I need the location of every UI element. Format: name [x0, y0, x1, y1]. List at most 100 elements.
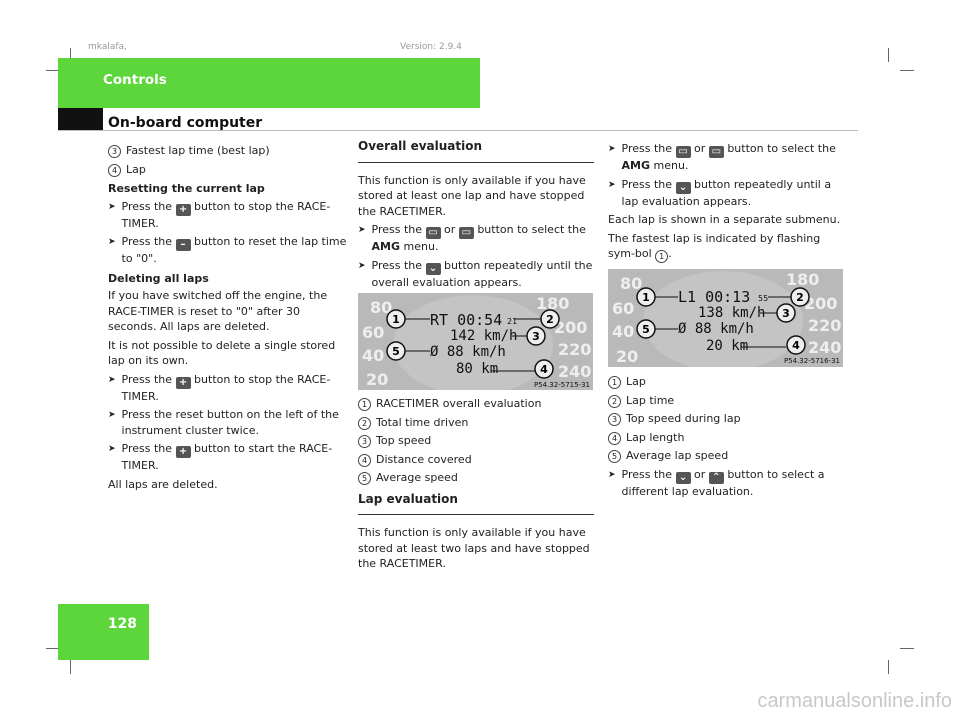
scale-label: 200: [554, 318, 587, 337]
step-text: Press the: [621, 177, 673, 191]
crop-mark: [70, 660, 71, 674]
step-text: Press the: [121, 199, 173, 213]
page-number-box: 128: [58, 604, 149, 660]
header-tab: [58, 108, 103, 130]
step-text: Press the: [371, 223, 423, 236]
step-text: button to reset the lap time to "0".: [121, 235, 347, 265]
step-text: button to start the RACE-TIMER.: [121, 442, 333, 472]
step-text: or: [694, 142, 706, 155]
up-key-icon: ⌃: [708, 471, 724, 484]
step-arrow-icon: ➤: [108, 201, 116, 212]
delete-heading: Deleting all laps: [108, 271, 209, 285]
callout-number: 1: [608, 376, 621, 389]
crop-mark: [46, 70, 60, 71]
callout-3: 3: [782, 307, 790, 320]
paragraph: This function is only available if you h…: [358, 526, 590, 570]
step-text: Press the: [371, 258, 423, 272]
step-arrow-icon: ➤: [358, 260, 366, 271]
step-arrow-icon: ➤: [608, 144, 616, 154]
display-line-1: RT 00:54: [430, 311, 502, 329]
crop-mark: [900, 70, 914, 71]
legend-item: 3 Top speed during lap: [608, 411, 844, 427]
paragraph: If you have switched off the engine, the…: [108, 289, 328, 333]
callout-number: 1: [655, 250, 669, 263]
step-text: button to select the: [477, 223, 586, 236]
menu-key-icon: ▭: [708, 146, 724, 158]
callout-number: 2: [358, 416, 371, 430]
amg-label: AMG: [371, 240, 401, 253]
scale-label: 240: [558, 362, 591, 381]
step-text: menu.: [403, 240, 439, 253]
crop-mark: [46, 648, 60, 649]
legend-item: 4 Lap length: [608, 430, 844, 446]
header-band: [58, 58, 480, 108]
legend-text: Fastest lap time (best lap): [126, 144, 270, 157]
step-text: or: [694, 467, 706, 481]
plus-key-icon: +: [175, 203, 191, 216]
callout-number: 3: [358, 435, 371, 448]
meta-author: mkalafa,: [88, 42, 127, 52]
step-arrow-icon: ➤: [608, 179, 616, 190]
paragraph-text: .: [668, 247, 672, 260]
callout-number: 2: [608, 394, 621, 408]
step-text: Press the: [121, 235, 173, 248]
step-arrow-icon: ➤: [608, 469, 616, 480]
legend-text: Lap: [626, 375, 646, 388]
legend-text: Top speed during lap: [626, 412, 741, 425]
step-text: button to select the: [727, 142, 836, 155]
paragraph-text: The fastest lap is indicated by flashing…: [608, 231, 821, 261]
legend-text: RACETIMER overall evaluation: [376, 397, 542, 410]
menu-key-icon: ▭: [458, 227, 474, 239]
crop-mark: [888, 660, 889, 674]
instruction-step: ➤Press the reset button on the left of t…: [108, 407, 348, 438]
step-text: Press the: [621, 142, 673, 155]
callout-number: 5: [608, 450, 621, 463]
scale-label: 240: [808, 338, 841, 357]
callout-3: 3: [532, 330, 540, 343]
callout-5: 5: [642, 323, 650, 336]
meta-version: Version: 2.9.4: [400, 42, 462, 52]
callout-1: 1: [642, 291, 650, 304]
callout-4: 4: [792, 339, 800, 352]
menu-key-icon: ▭: [675, 146, 691, 158]
callout-number: 4: [608, 431, 621, 445]
page-number: 128: [107, 616, 137, 632]
figure-lap-evaluation: 80 60 40 20 180 200 220 240 L1 00:13 55 …: [608, 269, 843, 367]
minus-key-icon: –: [175, 239, 191, 251]
instruction-step: ➤Press the ▭ or ▭ button to select the A…: [358, 222, 594, 255]
instruction-step: ➤Press the + button to start the RACE-TI…: [108, 441, 348, 474]
callout-number: 4: [358, 453, 371, 467]
scale-label: 200: [804, 294, 837, 313]
step-arrow-icon: ➤: [108, 374, 116, 385]
legend-text: Average speed: [376, 471, 458, 484]
paragraph: This function is only available if you h…: [358, 173, 586, 218]
crop-mark: [888, 48, 889, 62]
display-line-3: Ø 88 km/h: [430, 344, 506, 360]
scale-label: 80: [370, 298, 392, 317]
result-text: All laps are deleted.: [108, 477, 218, 491]
instruction-step: ➤Press the ▭ or ▭ button to select the A…: [608, 141, 844, 174]
scale-label: 220: [558, 340, 591, 359]
legend-item: 1 Lap: [608, 374, 844, 390]
cluster-display-illustration: 80 60 40 20 180 200 220 240 L1 00:13 55 …: [608, 269, 843, 367]
callout-number: 3: [608, 413, 621, 426]
legend-text: Lap length: [626, 430, 685, 444]
crop-mark: [900, 648, 914, 649]
callout-number: 4: [108, 163, 121, 177]
scale-label: 60: [362, 323, 384, 342]
paragraph: It is not possible to delete a single st…: [108, 338, 336, 368]
callout-5: 5: [392, 345, 400, 358]
step-text: Press the: [121, 372, 173, 386]
display-line-4: 20 km: [706, 338, 748, 354]
lap-heading: Lap evaluation: [358, 492, 594, 515]
paragraph: The fastest lap is indicated by flashing…: [608, 231, 844, 263]
section-title: Controls: [103, 72, 167, 88]
down-key-icon: ⌄: [675, 181, 691, 194]
step-text: button to stop the RACE-TIMER.: [121, 199, 331, 230]
